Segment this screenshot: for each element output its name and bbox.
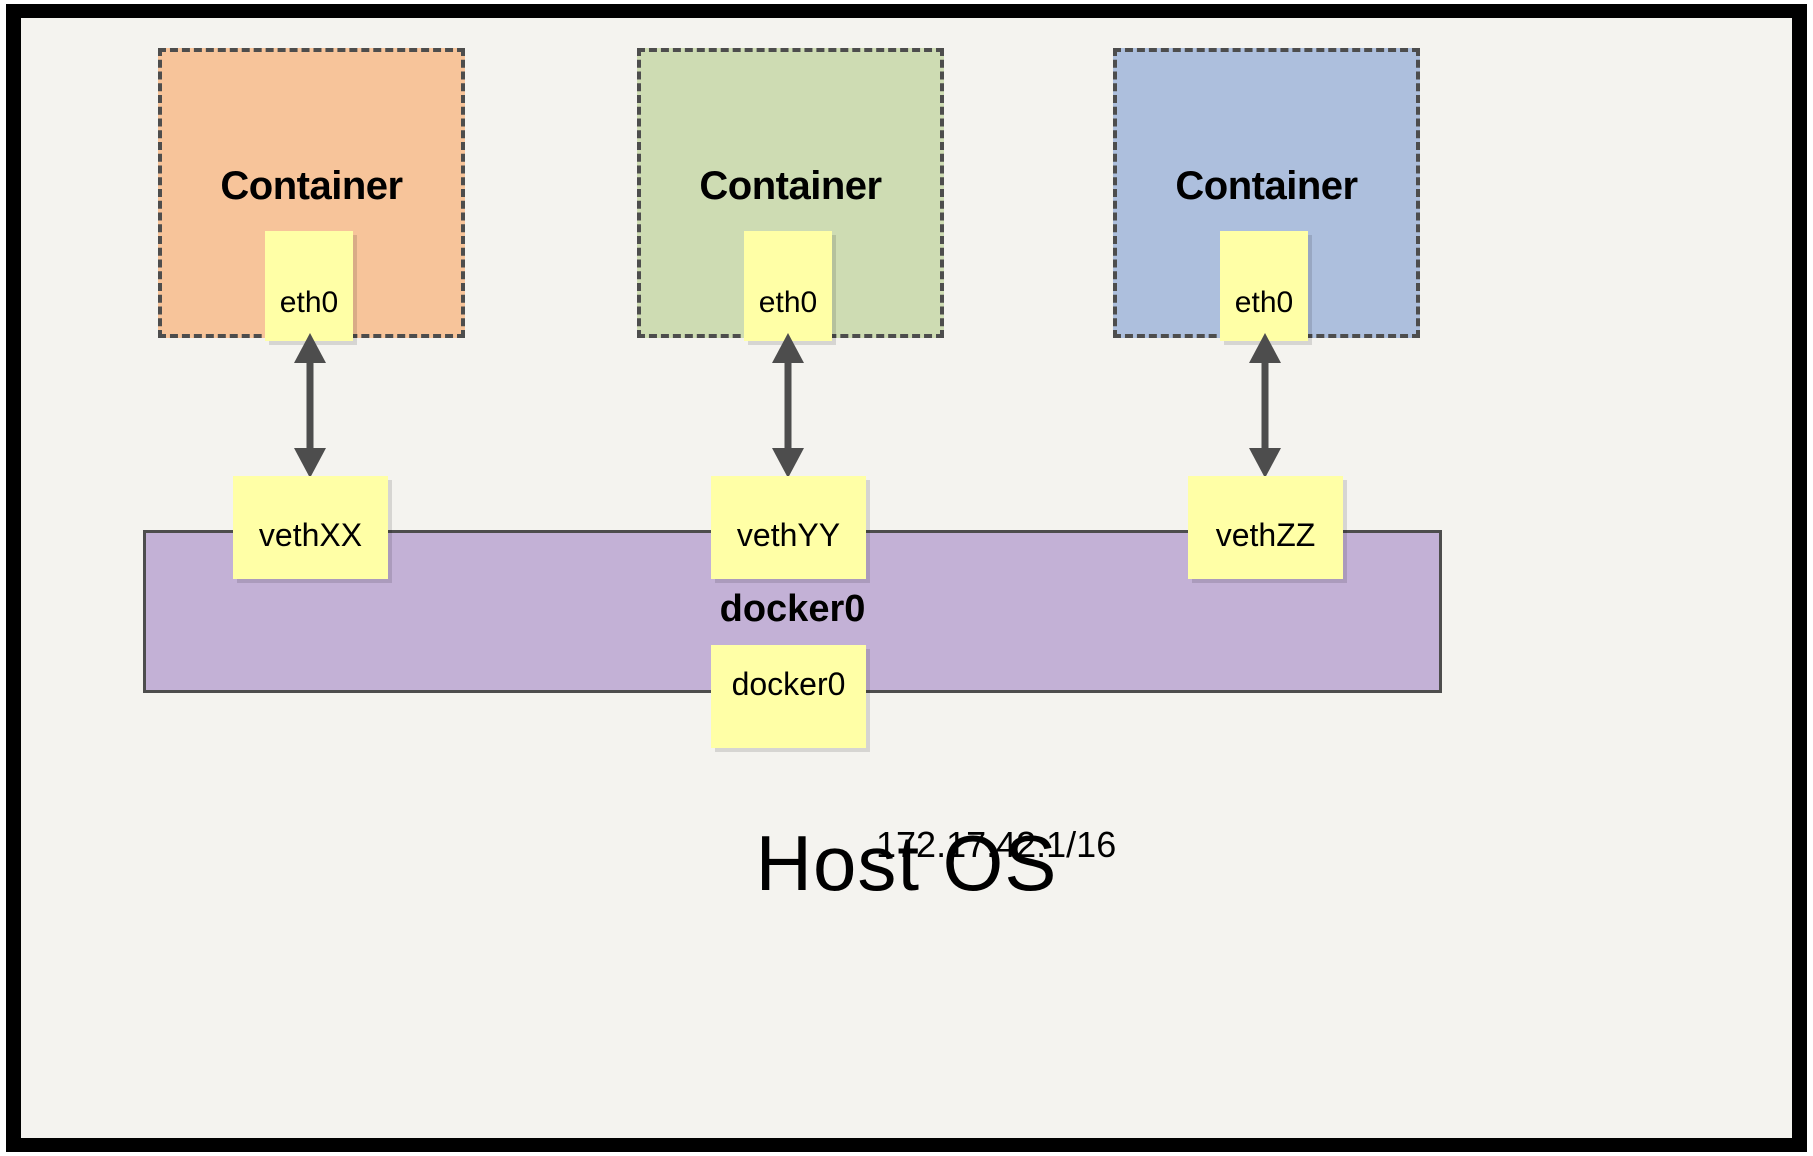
docker0-bridge-title: docker0 [719,588,866,630]
container-box-2: Container [637,48,944,338]
eth0-interface-box-2: eth0 [744,231,832,341]
veth-label-2: vethYY [736,516,841,553]
container-title-2: Container [699,164,882,208]
host-os-title: Host OS [755,819,1058,907]
veth-box-1: vethXX [233,476,388,579]
docker0-interface-label: docker0 [731,665,846,702]
veth-link-arrow-1 [294,333,326,478]
veth-box-2: vethYY [711,476,866,579]
docker0-interface-box: docker0 [711,645,866,748]
veth-link-arrow-3 [1249,333,1281,478]
eth0-interface-box-3: eth0 [1220,231,1308,341]
eth0-interface-label-2: eth0 [758,286,818,319]
docker0-ip-address-label: 172.17.42.1/16 [876,824,1117,865]
eth0-interface-box-1: eth0 [265,231,353,341]
container-title-3: Container [1175,164,1358,208]
veth-link-arrow-2 [772,333,804,478]
eth0-interface-label-1: eth0 [279,286,339,319]
veth-label-1: vethXX [258,516,363,553]
veth-box-3: vethZZ [1188,476,1343,579]
eth0-interface-label-3: eth0 [1234,286,1294,319]
container-title-1: Container [220,164,403,208]
veth-label-3: vethZZ [1215,516,1316,553]
